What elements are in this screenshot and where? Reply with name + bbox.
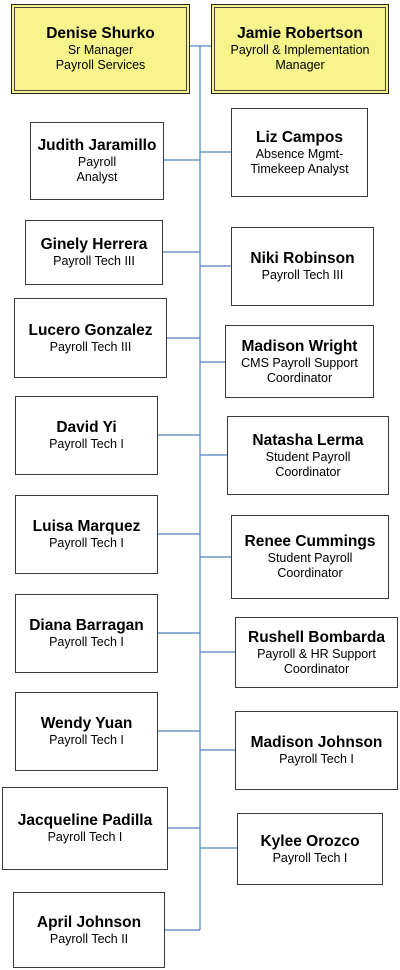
- staff-box-luisa-marquez[interactable]: Luisa Marquez Payroll Tech I: [15, 495, 158, 574]
- staff-title: Payroll Tech I: [279, 752, 354, 766]
- staff-name: Niki Robinson: [250, 250, 355, 267]
- exec-title: Payroll & Implementation Manager: [230, 43, 370, 72]
- staff-title: Payroll Tech III: [49, 339, 132, 354]
- staff-title: Student Payroll Coordinator: [265, 449, 351, 479]
- staff-title: CMS Payroll Support Coordinator: [241, 355, 358, 385]
- staff-box-diana-barragan[interactable]: Diana Barragan Payroll Tech I: [15, 594, 158, 673]
- staff-name: David Yi: [56, 419, 117, 436]
- staff-name: Ginely Herrera: [40, 236, 148, 253]
- staff-name: Luisa Marquez: [32, 518, 141, 535]
- staff-title: Payroll Tech III: [261, 268, 344, 282]
- staff-title: Student Payroll Coordinator: [267, 551, 353, 580]
- staff-title: Payroll Tech I: [272, 850, 348, 865]
- staff-title: Payroll Tech I: [49, 536, 124, 550]
- exec-name: Jamie Robertson: [237, 25, 363, 42]
- staff-box-liz-campos[interactable]: Liz Campos Absence Mgmt- Timekeep Analys…: [231, 108, 368, 197]
- staff-name: Jacqueline Padilla: [17, 812, 153, 829]
- staff-title: Absence Mgmt- Timekeep Analyst: [250, 146, 349, 176]
- staff-title: Payroll Analyst: [76, 155, 118, 184]
- staff-title: Payroll & HR Support Coordinator: [257, 646, 376, 676]
- staff-name: Wendy Yuan: [40, 715, 133, 732]
- exec-box-denise-shurko[interactable]: Denise Shurko Sr Manager Payroll Service…: [11, 4, 190, 94]
- staff-title: Payroll Tech III: [53, 254, 135, 268]
- staff-name: April Johnson: [36, 913, 142, 931]
- staff-name: Liz Campos: [256, 128, 343, 146]
- staff-name: Rushell Bombarda: [248, 628, 385, 646]
- staff-box-natasha-lerma[interactable]: Natasha Lerma Student Payroll Coordinato…: [227, 416, 389, 495]
- staff-name: Natasha Lerma: [252, 431, 364, 449]
- staff-box-david-yi[interactable]: David Yi Payroll Tech I: [15, 396, 158, 475]
- staff-box-rushell-bombarda[interactable]: Rushell Bombarda Payroll & HR Support Co…: [235, 617, 398, 688]
- staff-box-jacqueline-padilla[interactable]: Jacqueline Padilla Payroll Tech I: [2, 787, 168, 870]
- staff-name: Lucero Gonzalez: [28, 321, 153, 339]
- staff-box-judith-jaramillo[interactable]: Judith Jaramillo Payroll Analyst: [30, 122, 164, 200]
- staff-title: Payroll Tech I: [49, 635, 124, 649]
- staff-name: Diana Barragan: [29, 617, 144, 634]
- staff-box-lucero-gonzalez[interactable]: Lucero Gonzalez Payroll Tech III: [14, 298, 167, 378]
- staff-title: Payroll Tech II: [49, 931, 129, 946]
- exec-name: Denise Shurko: [46, 25, 155, 42]
- exec-box-jamie-robertson[interactable]: Jamie Robertson Payroll & Implementation…: [211, 4, 389, 94]
- staff-box-niki-robinson[interactable]: Niki Robinson Payroll Tech III: [231, 227, 374, 306]
- staff-box-ginely-herrera[interactable]: Ginely Herrera Payroll Tech III: [25, 220, 163, 285]
- staff-title: Payroll Tech I: [49, 733, 124, 747]
- staff-box-madison-wright[interactable]: Madison Wright CMS Payroll Support Coord…: [225, 325, 374, 398]
- staff-title: Payroll Tech I: [47, 830, 123, 844]
- staff-name: Kylee Orozco: [260, 832, 360, 850]
- staff-box-wendy-yuan[interactable]: Wendy Yuan Payroll Tech I: [15, 692, 158, 771]
- connector-lines: [158, 45, 237, 931]
- staff-name: Madison Wright: [241, 337, 358, 355]
- staff-box-kylee-orozco[interactable]: Kylee Orozco Payroll Tech I: [237, 813, 383, 885]
- staff-title: Payroll Tech I: [49, 437, 124, 451]
- staff-name: Renee Cummings: [244, 533, 376, 550]
- staff-name: Judith Jaramillo: [37, 137, 157, 154]
- staff-box-renee-cummings[interactable]: Renee Cummings Student Payroll Coordinat…: [231, 515, 389, 599]
- staff-name: Madison Johnson: [250, 734, 383, 751]
- staff-box-april-johnson[interactable]: April Johnson Payroll Tech II: [13, 892, 165, 968]
- staff-box-madison-johnson[interactable]: Madison Johnson Payroll Tech I: [235, 711, 398, 790]
- exec-title: Sr Manager Payroll Services: [55, 43, 146, 72]
